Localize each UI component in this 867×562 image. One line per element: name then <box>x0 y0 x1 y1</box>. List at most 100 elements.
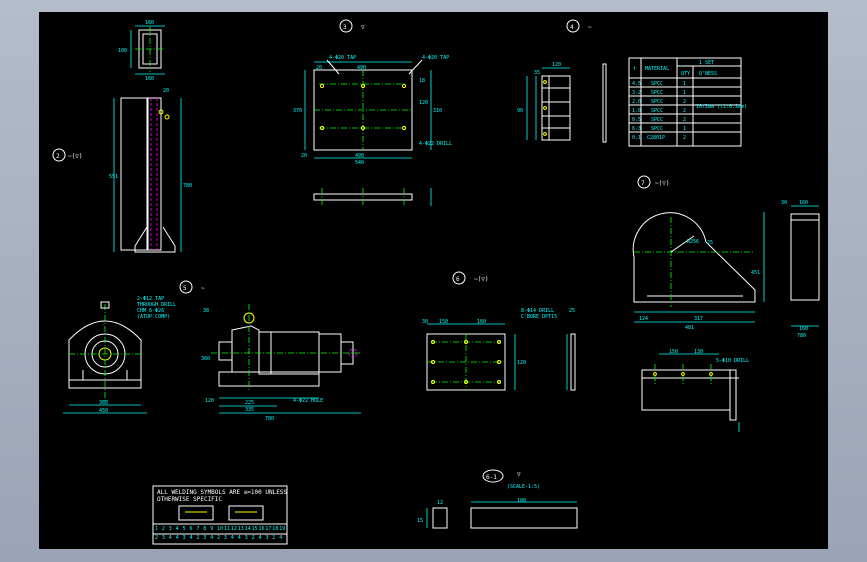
weld-table-cell: 10 <box>217 526 224 532</box>
svg-text:2: 2 <box>683 117 686 123</box>
view-5-motor: 5 ~ 360 450 2-Φ12 TAP THROUGH DRILL CHM … <box>63 280 361 422</box>
dim-v3-mid2: 490 <box>355 153 364 159</box>
svg-text:SPCC: SPCC <box>651 99 663 105</box>
dim-v7-w3: 481 <box>685 325 694 331</box>
view-6-label-circle <box>452 271 466 285</box>
weld-table-cell: 2 <box>155 535 159 541</box>
weld-table-cell: 4 <box>258 535 262 541</box>
table-header-qty: QTY <box>681 71 690 77</box>
svg-text:4.5: 4.5 <box>632 81 641 87</box>
dim-v5-top: 38 <box>203 308 209 314</box>
view-6-plate: 6 ~(▽) 30 150 160 120 8-Φ14 DRILL C'BORE… <box>422 271 576 391</box>
weld-table-cell: 9 <box>210 526 214 532</box>
weld-table-cell: 14 <box>244 526 251 532</box>
dim-v3-r1: 18 <box>419 78 425 84</box>
view-6-1-bar: 6-1 ▽ (SCALE-1:5) 12 100 15 <box>417 469 578 529</box>
note-v6-2: C'BORE DPT15 <box>521 314 557 320</box>
dim-v3-h2: 310 <box>433 108 442 114</box>
weld-table-cell: 5 <box>182 526 186 532</box>
view-3-label-circle <box>339 19 353 33</box>
weld-table-cell: 3 <box>244 535 248 541</box>
weld-table-cell: 3 <box>182 535 186 541</box>
table-header-t: t <box>633 66 636 72</box>
dim-v4-top: 120 <box>552 62 561 68</box>
svg-text:2: 2 <box>683 135 686 141</box>
table-row: 0.5 SPCC 2 <box>632 117 686 123</box>
view-2-label-circle <box>52 148 66 162</box>
dim-v61-a: 12 <box>437 500 443 506</box>
svg-text:1.0: 1.0 <box>632 108 641 114</box>
view-6-1-number: 6-1 <box>486 474 497 481</box>
dim-v2-r: 780 <box>183 183 192 189</box>
view-3-number: 3 <box>343 24 347 31</box>
drawing-svg: 160 100 160 2 ~(▽) 551 780 20 3 ▽ <box>52 19 820 545</box>
weld-table-cell: 12 <box>230 526 237 532</box>
svg-text:3.2: 3.2 <box>632 90 641 96</box>
dim-v5-side: 780 <box>265 416 274 422</box>
weld-table-cell: 7 <box>196 526 200 532</box>
dim-v7-sw: 160 <box>799 326 808 332</box>
dim-v5-w1: 360 <box>99 400 108 406</box>
view-4-number: 4 <box>570 24 574 31</box>
note-v5-1: 2-Φ12 TAP <box>137 296 164 302</box>
note-v5-2: THROUGH DRILL <box>137 302 176 308</box>
dim-v4-c: 90 <box>517 108 523 114</box>
drawing-canvas[interactable]: 160 100 160 2 ~(▽) 551 780 20 3 ▽ <box>39 12 828 549</box>
dim-v5-b3: 335 <box>245 407 254 413</box>
dim-v7b-a: 150 <box>669 349 678 355</box>
dim-v61-c: 15 <box>417 518 423 524</box>
view-3-symbol: ▽ <box>361 24 365 31</box>
dim-v3-w: 540 <box>355 160 364 166</box>
dim-v7-side2: 780 <box>797 333 806 339</box>
view-6-1-scale: (SCALE-1:5) <box>507 484 540 490</box>
weld-table-cell: 18 <box>272 526 279 532</box>
weld-table-cell: 4 <box>279 535 283 541</box>
svg-text:0.5: 0.5 <box>632 117 641 123</box>
dim-v5-b2: 225 <box>245 400 254 406</box>
table-header-material: MATERIAL <box>645 66 669 72</box>
dim-v7-w1: 124 <box>639 316 648 322</box>
svg-text:2.0: 2.0 <box>632 99 641 105</box>
svg-text:SPCC: SPCC <box>651 117 663 123</box>
svg-text:SPCC: SPCC <box>651 81 663 87</box>
view-5-symbol: ~ <box>201 285 205 292</box>
weld-table-cell: 3 <box>203 535 207 541</box>
dim-v3-top: 20 <box>316 65 322 71</box>
welding-note: ALL WELDING SYMBOLS ARE ≡=100 UNLESS OTH… <box>152 485 288 545</box>
weld-table-cell: 2 <box>161 526 165 532</box>
note-v3-tap-right: 4-Φ20 TAP <box>422 55 449 61</box>
dim-v6-r: 120 <box>517 360 526 366</box>
dim-v2-h: 551 <box>109 174 118 180</box>
weld-table-cell: 4 <box>168 535 172 541</box>
weld-table-cell: 15 <box>251 526 258 532</box>
weld-table-cell: 16 <box>258 526 265 532</box>
svg-text:1: 1 <box>683 90 686 96</box>
note-v6-1: 8-Φ14 DRILL <box>521 308 554 314</box>
dim-v7-r: R256 <box>687 239 699 245</box>
table-header-set: 1 SET <box>699 60 714 66</box>
dim-v5-h: 360 <box>201 356 210 362</box>
weld-table-cell: 3 <box>168 526 172 532</box>
note-v7-drill: 5-Φ10 DRILL <box>716 358 749 364</box>
dim-v6-b: 150 <box>439 319 448 325</box>
view-4-symbol: ~ <box>588 24 592 31</box>
dim-v1-bot: 160 <box>145 76 154 82</box>
view-5-number: 5 <box>183 285 187 292</box>
dim-v4-a: 35 <box>534 70 540 76</box>
note-v5-base: 4-Φ22 HOLE <box>293 398 323 404</box>
view-2-column: 2 ~(▽) 551 780 20 <box>52 88 192 253</box>
weld-table-cell: 17 <box>265 526 272 532</box>
weld-table-cell: 2 <box>217 535 221 541</box>
svg-text:6.3: 6.3 <box>632 126 641 132</box>
view-7-plate: 7 ~(▽) R256 25 451 124 317 481 160 30 16… <box>632 175 820 432</box>
view-3-plate: 3 ▽ 20 490 540 490 370 310 18 120 20 4-Φ… <box>293 19 452 206</box>
weld-table-cell: 4 <box>189 535 193 541</box>
